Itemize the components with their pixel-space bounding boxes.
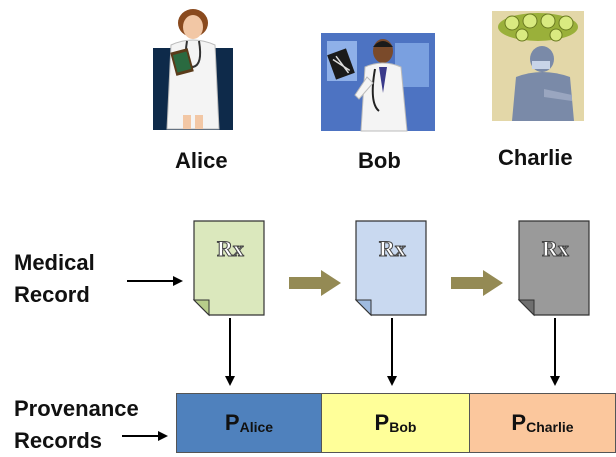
provenance-cell-alice-prefix: P [224, 410, 240, 435]
provenance-records-label-line2: Records [14, 428, 103, 453]
alice-name: Alice [175, 148, 228, 173]
bob-medical-record-icon: Rx [354, 220, 427, 317]
provenance-records-pointer-arrow [122, 431, 168, 441]
medical-record-pointer-arrow [127, 276, 183, 286]
provenance-records-label: Provenance Records [14, 393, 139, 457]
provenance-cell-bob-prefix: P [374, 410, 390, 435]
medical-record-label-line1: Medical [14, 250, 95, 275]
bob-record-down-arrow [387, 318, 397, 386]
provenance-cell-charlie-prefix: P [511, 410, 527, 435]
alice-medical-record-icon: Rx [192, 220, 265, 317]
medical-record-label-line2: Record [14, 282, 90, 307]
charlie-surgeon-image [492, 11, 584, 121]
svg-text:Rx: Rx [217, 236, 244, 261]
provenance-cell-bob-sub: Bob [389, 419, 417, 435]
provenance-cell-charlie-sub: Charlie [526, 419, 574, 435]
medical-record-label: Medical Record [14, 247, 95, 311]
svg-text:Rx: Rx [542, 236, 569, 261]
svg-text:Rx: Rx [379, 236, 406, 261]
charlie-medical-record-icon: Rx [517, 220, 590, 317]
bob-to-charlie-flow-arrow [451, 270, 503, 296]
provenance-cell-alice-sub: Alice [239, 419, 274, 435]
charlie-name: Charlie [498, 145, 573, 170]
bob-name: Bob [358, 148, 401, 173]
charlie-record-down-arrow [550, 318, 560, 386]
provenance-records-label-line1: Provenance [14, 396, 139, 421]
alice-doctor-image [153, 9, 233, 130]
bob-doctor-image [321, 33, 435, 132]
alice-record-down-arrow [225, 318, 235, 386]
alice-to-bob-flow-arrow [289, 270, 341, 296]
